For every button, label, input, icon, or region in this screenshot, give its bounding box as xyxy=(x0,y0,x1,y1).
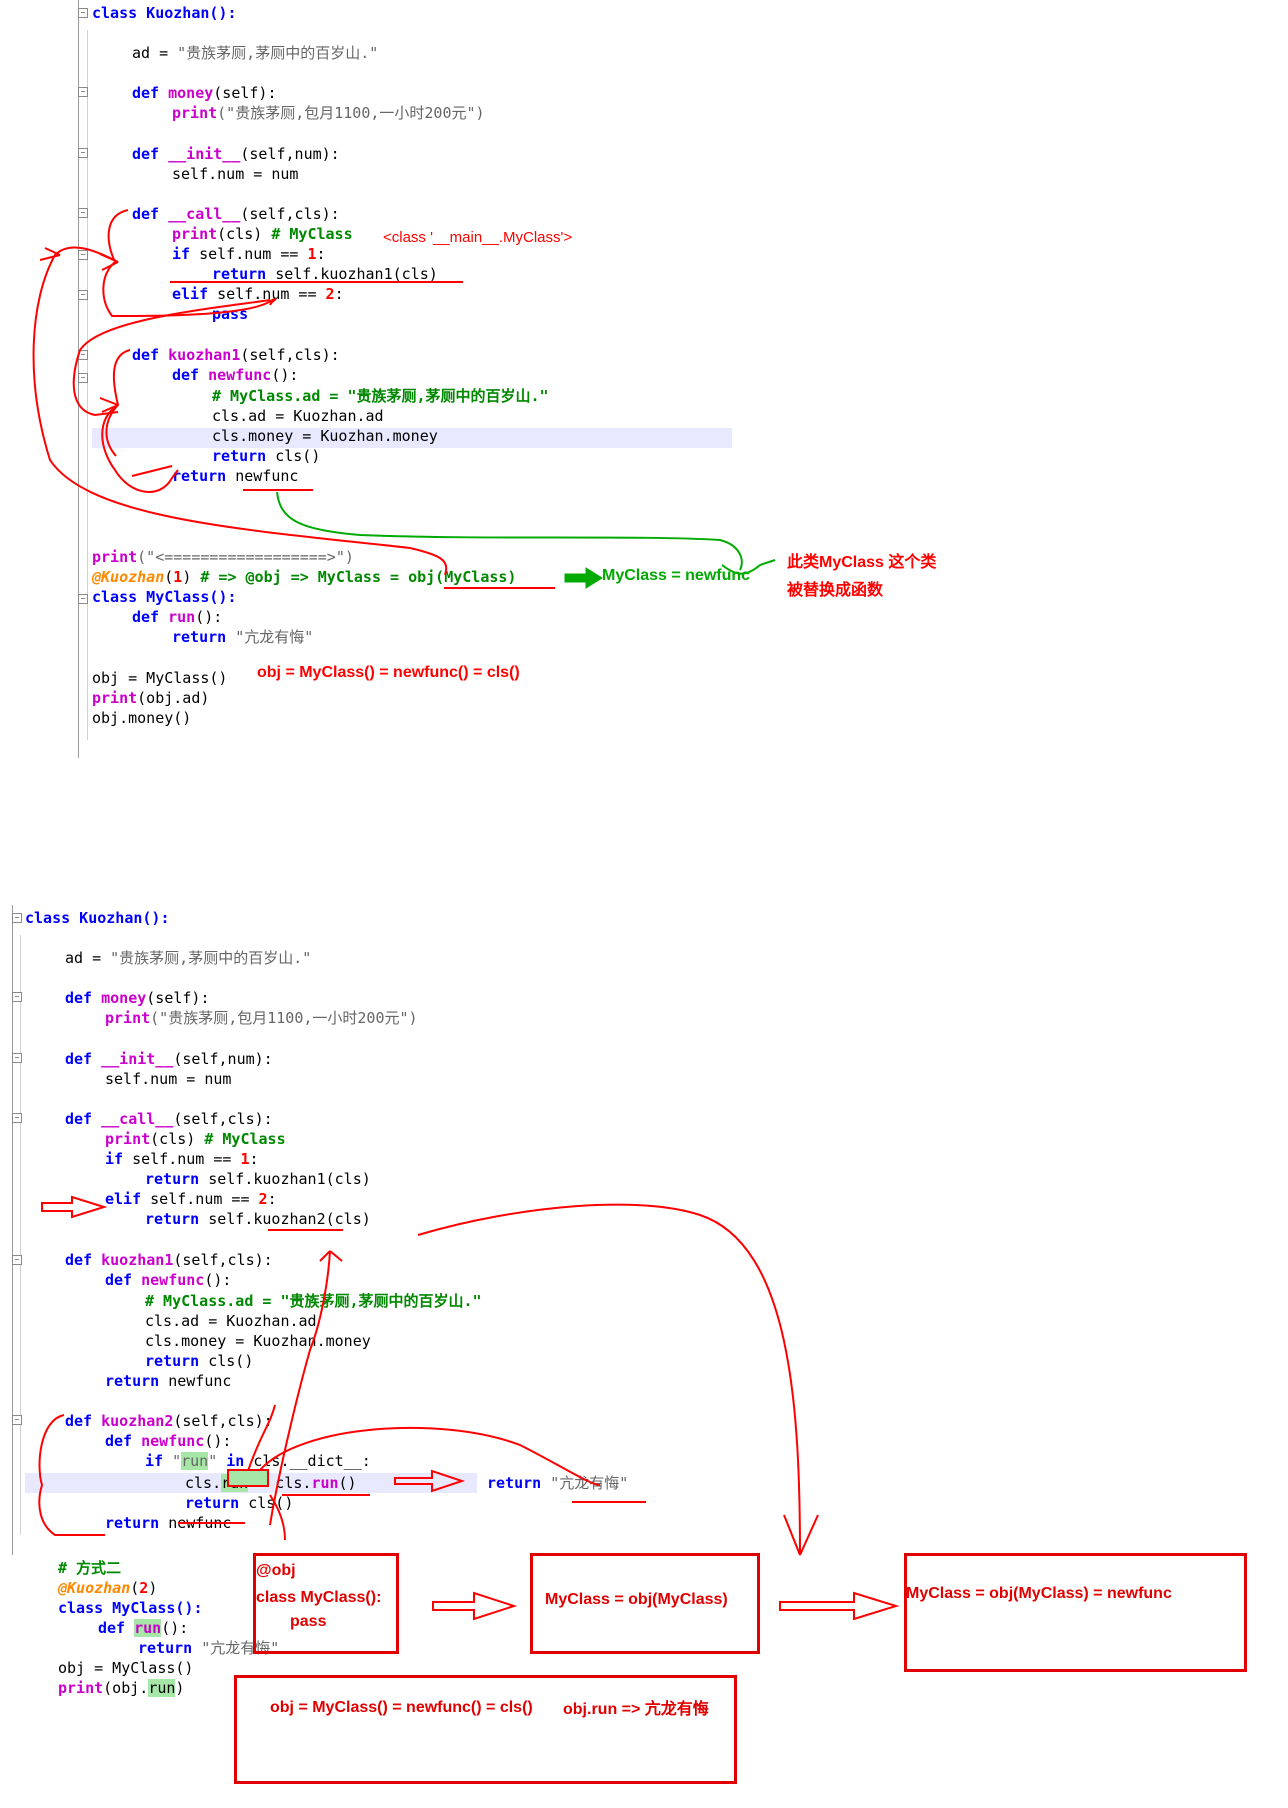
annotation-box-decorator-line1: @obj xyxy=(256,1562,296,1579)
fold-toggle-icon[interactable]: − xyxy=(78,594,88,604)
code-line: print(obj.run) xyxy=(58,1679,185,1697)
editor-gutter-line xyxy=(12,905,13,1555)
code-line: cls.money = Kuozhan.money xyxy=(212,427,438,445)
code-line: def __init__(self,num): xyxy=(132,145,340,163)
code-line: def kuozhan2(self,cls): xyxy=(65,1412,273,1430)
code-line: return self.kuozhan2(cls) xyxy=(145,1210,371,1228)
fold-toggle-icon[interactable]: − xyxy=(78,148,88,158)
code-line: return self.kuozhan1(cls) xyxy=(145,1170,371,1188)
fold-toggle-icon[interactable]: − xyxy=(78,87,88,97)
code-line: # 方式二 xyxy=(58,1559,122,1577)
annotation-box-assign-text: MyClass = obj(MyClass) xyxy=(545,1591,728,1608)
code-line: cls.ad = Kuozhan.ad xyxy=(145,1312,317,1330)
fold-toggle-icon[interactable]: − xyxy=(12,913,22,923)
code-line: def __init__(self,num): xyxy=(65,1050,273,1068)
code-line: print("贵族茅厕,包月1100,一小时200元") xyxy=(172,104,485,122)
code-panel-bottom: − − − − − − class Kuozhan(): ad = "贵族茅厕,… xyxy=(0,905,1288,1808)
editor-fold-guide xyxy=(20,935,21,1535)
code-line: def __call__(self,cls): xyxy=(65,1110,273,1128)
code-line: pass xyxy=(212,305,249,323)
annotation-obj-chain: obj = MyClass() = newfunc() = cls() xyxy=(257,664,520,681)
code-line: print("贵族茅厕,包月1100,一小时200元") xyxy=(105,1009,418,1027)
code-line: ad = "贵族茅厕,茅厕中的百岁山." xyxy=(65,949,312,967)
code-line: if self.num == 1: xyxy=(172,245,326,263)
annotation-box-obj-chain-text-b: obj.run => 亢龙有悔 xyxy=(563,1701,709,1718)
fold-toggle-icon[interactable]: − xyxy=(78,350,88,360)
code-line: print(cls) # MyClass xyxy=(105,1130,286,1148)
code-line: print(cls) # MyClass xyxy=(172,225,353,243)
code-line: cls.money = Kuozhan.money xyxy=(145,1332,371,1350)
code-line: class Kuozhan(): xyxy=(92,3,237,23)
editor-fold-guide xyxy=(87,30,88,740)
code-line: obj.money() xyxy=(92,709,192,727)
code-line: return newfunc xyxy=(105,1514,232,1532)
code-line: return self.kuozhan1(cls) xyxy=(212,265,438,283)
code-line: # MyClass.ad = "贵族茅厕,茅厕中的百岁山." xyxy=(145,1292,482,1310)
annotation-box-obj-chain-text-a: obj = MyClass() = newfunc() = cls() xyxy=(270,1699,533,1716)
code-line: @Kuozhan(2) xyxy=(58,1579,158,1597)
code-line: def run(): xyxy=(98,1619,189,1637)
code-panel-top: − − − − − − − − − class Kuozhan(): ad = … xyxy=(0,0,1288,760)
code-line: def __call__(self,cls): xyxy=(132,205,340,223)
annotation-replaced-line1: 此类MyClass 这个类 xyxy=(787,554,937,571)
code-line: def newfunc(): xyxy=(105,1432,232,1450)
annotation-box-newfunc-text: MyClass = obj(MyClass) = newfunc xyxy=(906,1585,1172,1602)
annotation-myclass-newfunc: MyClass = newfunc xyxy=(602,567,751,584)
code-line: if self.num == 1: xyxy=(105,1150,259,1168)
annotation-return-note: return "亢龙有悔" xyxy=(487,1474,629,1492)
code-line: print(obj.ad) xyxy=(92,689,210,707)
code-line: @Kuozhan(1) # => @obj => MyClass = obj(M… xyxy=(92,568,517,586)
code-line: class Kuozhan(): xyxy=(25,909,170,927)
fold-toggle-icon[interactable]: − xyxy=(78,208,88,218)
code-line: def run(): xyxy=(132,608,223,626)
code-line: class MyClass(): xyxy=(92,588,237,606)
fold-toggle-icon[interactable]: − xyxy=(78,290,88,300)
code-line: ad = "贵族茅厕,茅厕中的百岁山." xyxy=(132,44,379,62)
code-line: print("<==================>") xyxy=(92,548,354,566)
fold-toggle-icon[interactable]: − xyxy=(12,1415,22,1425)
code-line: cls.run = cls.run() xyxy=(185,1474,357,1492)
code-line: self.num = num xyxy=(105,1070,232,1088)
code-line: class MyClass(): xyxy=(58,1599,203,1617)
class-keyword: class Kuozhan(): xyxy=(92,4,237,22)
code-line: def kuozhan1(self,cls): xyxy=(65,1251,273,1269)
annotation-box-decorator xyxy=(253,1553,399,1654)
code-line: return newfunc xyxy=(105,1372,232,1390)
code-line: return cls() xyxy=(185,1494,294,1512)
fold-toggle-icon[interactable]: − xyxy=(78,373,88,383)
annotation-replaced-line2: 被替换成函数 xyxy=(787,582,884,599)
fold-toggle-icon[interactable]: − xyxy=(12,1053,22,1063)
annotation-box-obj-chain xyxy=(234,1675,737,1784)
code-line: self.num = num xyxy=(172,165,299,183)
code-line: def newfunc(): xyxy=(172,366,299,384)
annotation-box-decorator-line3: pass xyxy=(290,1613,327,1630)
annotation-cls-repr: <class '__main__.MyClass'> xyxy=(383,229,573,246)
fold-toggle-icon[interactable]: − xyxy=(78,250,88,260)
code-line: def money(self): xyxy=(65,989,210,1007)
code-line: return newfunc xyxy=(172,467,299,485)
code-line: elif self.num == 2: xyxy=(172,285,344,303)
fold-toggle-icon[interactable]: − xyxy=(12,992,22,1002)
code-line: def kuozhan1(self,cls): xyxy=(132,346,340,364)
code-line: if "run" in cls.__dict__: xyxy=(145,1452,371,1470)
code-line: obj = MyClass() xyxy=(58,1659,194,1677)
code-line: return cls() xyxy=(145,1352,254,1370)
fold-toggle-icon[interactable]: − xyxy=(12,1255,22,1265)
code-line: # MyClass.ad = "贵族茅厕,茅厕中的百岁山." xyxy=(212,387,549,405)
code-line: cls.ad = Kuozhan.ad xyxy=(212,407,384,425)
code-line: elif self.num == 2: xyxy=(105,1190,277,1208)
code-line: return cls() xyxy=(212,447,321,465)
annotation-box-newfunc xyxy=(904,1553,1247,1672)
annotation-box-decorator-line2: class MyClass(): xyxy=(256,1589,382,1606)
code-line: return "亢龙有悔" xyxy=(172,628,314,646)
code-line: obj = MyClass() xyxy=(92,669,228,687)
fold-toggle-icon[interactable]: − xyxy=(78,8,88,18)
fold-toggle-icon[interactable]: − xyxy=(12,1113,22,1123)
code-line: def newfunc(): xyxy=(105,1271,232,1289)
code-line: def money(self): xyxy=(132,84,277,102)
